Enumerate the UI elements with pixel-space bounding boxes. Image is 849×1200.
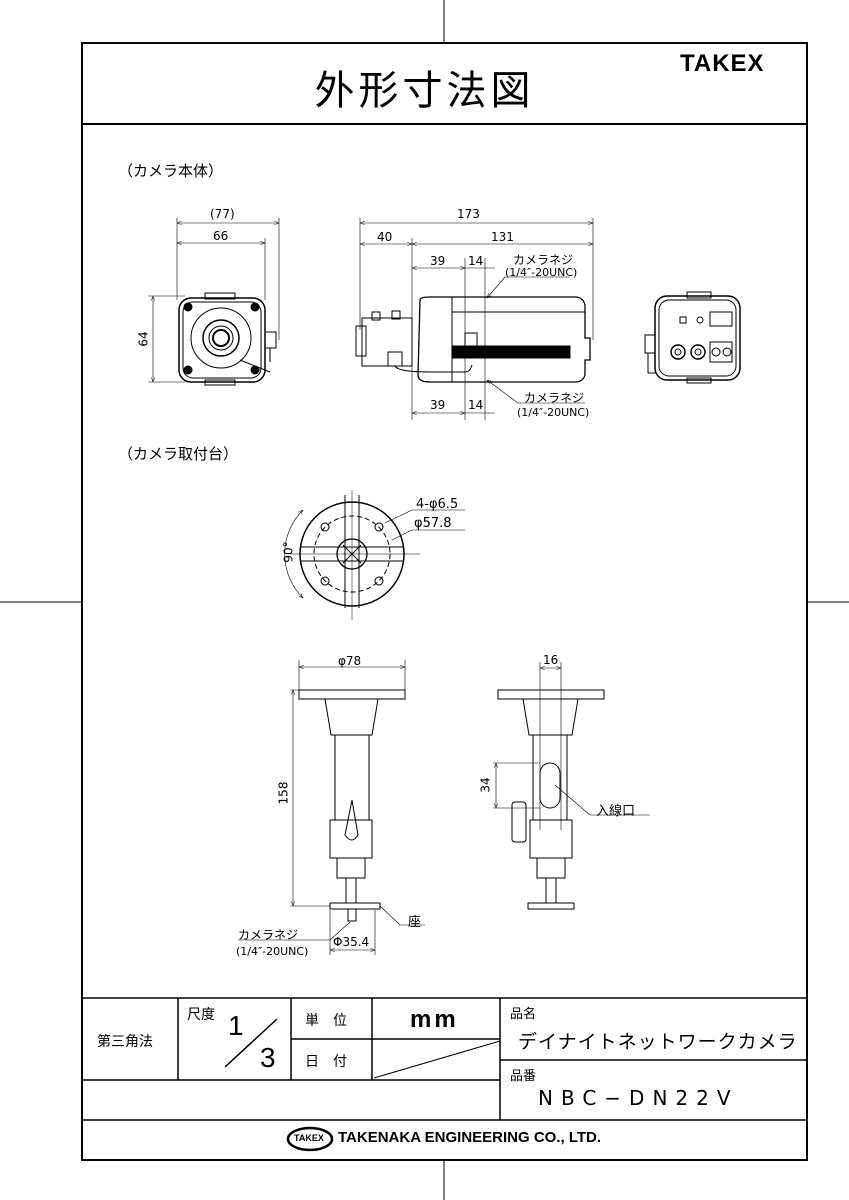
mount-top-view — [284, 490, 465, 620]
dim-top-pitch: 14 — [468, 254, 484, 268]
camera-side-view — [355, 218, 594, 420]
section-camera-mount: （カメラ取付台） — [118, 445, 239, 463]
brand-logo: TAKEX — [680, 50, 765, 77]
page-title: 外形寸法図 — [314, 68, 535, 114]
mount-front-view — [238, 660, 425, 955]
bottom-screw-spec: (1/4″-20UNC) — [517, 406, 590, 419]
dim-top-offset: 39 — [430, 254, 446, 268]
dim-overall-width: (77) — [210, 207, 235, 221]
camera-rear-view — [644, 291, 741, 384]
product-code-label: 品番 — [510, 1069, 537, 1084]
slot-width: 16 — [543, 653, 559, 667]
dim-bottom-pitch: 14 — [468, 398, 484, 412]
unit-label: 単 位 — [305, 1013, 347, 1029]
pcd-callout: φ57.8 — [414, 516, 452, 531]
dim-body: 131 — [491, 230, 514, 244]
dim-lens: 40 — [377, 230, 393, 244]
product-code: NBC−DN22V — [538, 1086, 739, 1110]
top-screw-label: カメラネジ — [513, 253, 574, 267]
company-name: TAKENAKA ENGINEERING CO., LTD. — [338, 1129, 602, 1146]
scale-numerator: 1 — [228, 1010, 244, 1041]
holes-callout: 4-φ6.5 — [416, 497, 459, 512]
drawing-frame — [81, 42, 808, 1161]
seat-diameter: Φ35.4 — [333, 935, 370, 949]
dim-bottom-offset: 39 — [430, 398, 446, 412]
mount-screw-label: カメラネジ — [238, 928, 299, 942]
product-name-label: 品名 — [510, 1007, 537, 1022]
unit-value: mm — [410, 1006, 459, 1033]
dim-total-length: 173 — [457, 207, 480, 221]
product-name: デイナイトネットワークカメラ — [518, 1031, 798, 1053]
seat-label: 座 — [408, 915, 422, 930]
date-label: 日 付 — [305, 1054, 347, 1070]
mount-screw-spec: (1/4″-20UNC) — [236, 945, 309, 958]
mount-side-view — [493, 662, 650, 910]
camera-front-view — [148, 218, 280, 386]
top-screw-spec: (1/4″-20UNC) — [505, 266, 578, 279]
projection-method: 第三角法 — [97, 1034, 153, 1050]
inlet-label: 入線口 — [596, 804, 636, 819]
bottom-screw-label: カメラネジ — [524, 391, 585, 405]
scale-denominator: 3 — [260, 1042, 276, 1073]
inlet-height: 34 — [478, 777, 493, 793]
scale-label: 尺度 — [187, 1007, 215, 1023]
company-logo: TAKEX — [294, 1133, 324, 1143]
dim-height: 64 — [136, 331, 151, 347]
angle-callout: 90° — [281, 541, 296, 563]
dim-width: 66 — [213, 229, 229, 243]
mount-height: 158 — [276, 781, 291, 805]
title-block-grid — [82, 997, 807, 1152]
base-diameter: φ78 — [338, 654, 362, 668]
section-camera-body: （カメラ本体） — [118, 162, 224, 180]
